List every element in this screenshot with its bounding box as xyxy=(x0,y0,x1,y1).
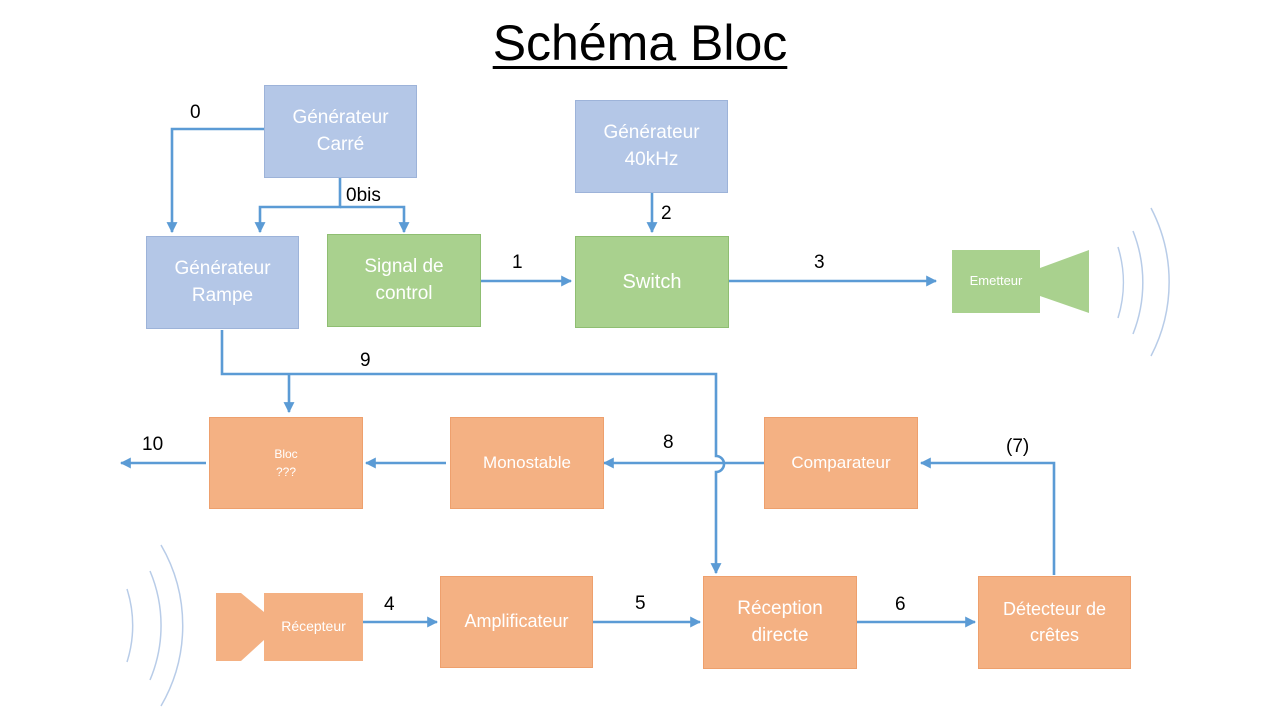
emetteur-block: Emetteur xyxy=(952,250,1040,313)
generateur-carre-block: Générateur Carré xyxy=(264,85,417,178)
amplificateur-block: Amplificateur xyxy=(440,576,593,668)
signal-label-0bis: 0bis xyxy=(346,185,381,206)
bloc-unknown-block: Bloc ??? xyxy=(209,417,363,509)
signal-label-2: 2 xyxy=(661,203,672,224)
reception-directe-block: Réception directe xyxy=(703,576,857,669)
emetteur-wave-icon xyxy=(1117,207,1170,357)
signal-label-6: 6 xyxy=(895,594,906,615)
signal-de-control-block: Signal de control xyxy=(327,234,481,327)
emetteur-horn xyxy=(1040,250,1089,313)
detecteur-de-cretes-block: Détecteur de crêtes xyxy=(978,576,1131,669)
switch-block: Switch xyxy=(575,236,729,328)
signal-label-10: 10 xyxy=(142,434,164,455)
page-title: Schéma Bloc xyxy=(492,15,788,71)
wire-0 xyxy=(166,127,264,234)
signal-label-5: 5 xyxy=(635,593,646,614)
signal-label-7: (7) xyxy=(1006,436,1030,457)
signal-label-0: 0 xyxy=(190,102,201,123)
signal-label-3: 3 xyxy=(814,252,825,273)
monostable-block: Monostable xyxy=(450,417,604,509)
generateur-40khz-block: Générateur 40kHz xyxy=(575,100,728,193)
signal-label-1: 1 xyxy=(512,252,523,273)
wire-7 xyxy=(919,457,1056,575)
comparateur-block: Comparateur xyxy=(764,417,918,509)
signal-label-4: 4 xyxy=(384,594,395,615)
recepteur-horn xyxy=(216,593,264,661)
recepteur-block: Récepteur xyxy=(264,593,363,661)
wire-0bis xyxy=(254,178,342,234)
generateur-rampe-block: Générateur Rampe xyxy=(146,236,299,329)
signal-label-9: 9 xyxy=(360,350,371,371)
wire-0bis-control xyxy=(340,205,410,234)
recepteur-wave-icon xyxy=(126,544,184,707)
signal-label-8: 8 xyxy=(663,432,674,453)
